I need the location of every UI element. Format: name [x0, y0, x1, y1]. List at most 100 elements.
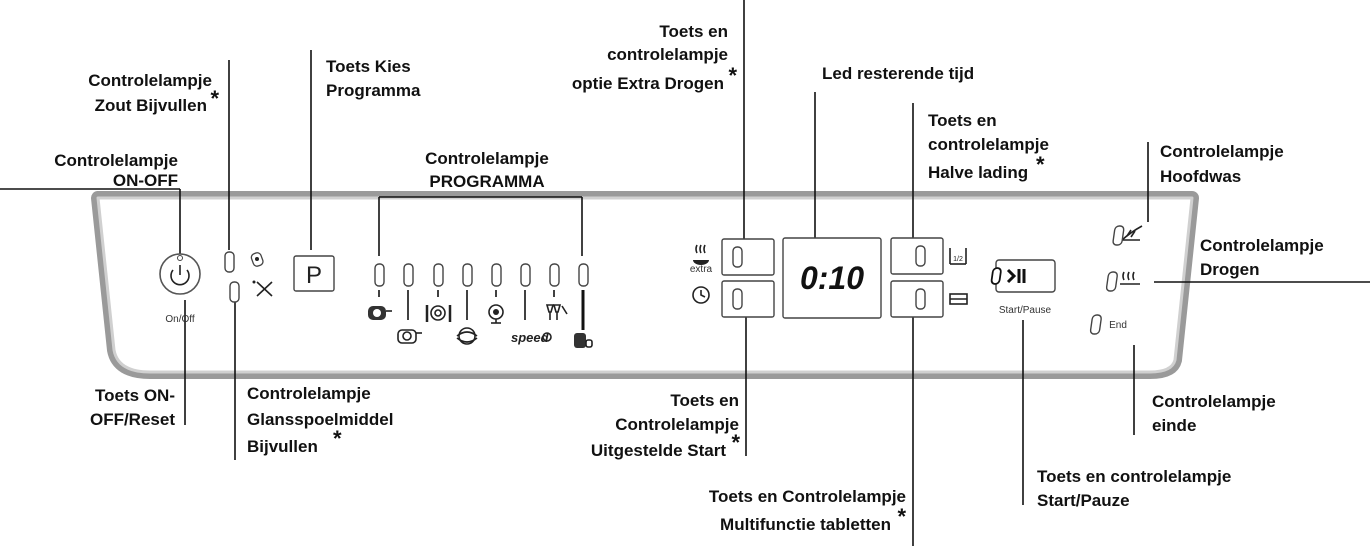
svg-text:ON-OFF: ON-OFF — [113, 171, 178, 190]
remaining-time-display: 0:10 — [782, 237, 882, 319]
pots-icon — [397, 329, 422, 344]
svg-text:Toets ON-: Toets ON- — [95, 386, 175, 405]
svg-text:Glansspoelmiddel: Glansspoelmiddel — [247, 410, 393, 429]
svg-text:Controlelampje: Controlelampje — [615, 415, 739, 434]
callout-multifunctie: Toets en Controlelampje Multifunctie tab… — [709, 487, 907, 534]
main-wash-led — [1112, 225, 1125, 246]
drying-icon — [1120, 271, 1140, 285]
half-label: 1/2 — [953, 256, 963, 263]
svg-text:Controlelampje: Controlelampje — [54, 151, 178, 170]
program-select-button[interactable]: P — [293, 255, 335, 292]
extra-dry-led — [732, 246, 743, 268]
plates-icon — [425, 305, 452, 322]
speed-icon: speed — [511, 330, 552, 345]
callout-start-pauze: Toets en controlelampje Start/Pauze — [1037, 467, 1231, 510]
on-off-label: On/Off — [165, 314, 194, 325]
svg-text:Halve lading: Halve lading — [928, 163, 1028, 182]
callout-einde: Controlelampje einde — [1152, 392, 1276, 435]
svg-text:*: * — [210, 86, 219, 111]
delay-start-led — [732, 288, 743, 310]
svg-text:OFF/Reset: OFF/Reset — [90, 410, 175, 429]
start-pause-button[interactable] — [990, 259, 1056, 293]
svg-text:Controlelampje: Controlelampje — [247, 384, 371, 403]
program-led-7 — [549, 263, 560, 287]
svg-text:optie Extra Drogen: optie Extra Drogen — [572, 74, 724, 93]
time-readout: 0:10 — [800, 260, 864, 296]
callout-programma: Controlelampje PROGRAMMA — [425, 149, 549, 191]
salt-led — [224, 251, 235, 273]
program-led-5 — [491, 263, 502, 287]
salt-icon — [250, 252, 264, 267]
svg-text:Multifunctie tabletten: Multifunctie tabletten — [720, 515, 891, 534]
extra-dry-icon: extra — [690, 244, 713, 275]
callout-reset: Toets ON- OFF/Reset — [90, 386, 175, 429]
program-led-6 — [520, 263, 531, 287]
program-led-2 — [403, 263, 414, 287]
svg-text:controlelampje: controlelampje — [607, 45, 728, 64]
program-leds — [374, 263, 589, 287]
svg-text:Bijvullen: Bijvullen — [247, 437, 318, 456]
svg-text:Led resterende tijd: Led resterende tijd — [822, 64, 974, 83]
p-key-label: P — [306, 262, 322, 289]
svg-text:Hoofdwas: Hoofdwas — [1160, 167, 1241, 186]
callout-extra-drogen: Toets en controlelampje optie Extra Drog… — [572, 22, 738, 93]
svg-text:Controlelampje: Controlelampje — [1200, 236, 1324, 255]
glasses-icon — [545, 304, 568, 320]
main-wash-icon — [1120, 225, 1143, 241]
callout-on-off: Controlelampje ON-OFF — [54, 151, 178, 190]
power-icon — [170, 255, 190, 286]
delay-timer-icon — [692, 286, 710, 304]
callout-uitgestelde-start: Toets en Controlelampje Uitgestelde Star… — [591, 391, 741, 460]
program-led-4 — [462, 263, 473, 287]
svg-text:Toets en: Toets en — [670, 391, 739, 410]
svg-text:Drogen: Drogen — [1200, 260, 1260, 279]
callout-led-tijd: Led resterende tijd — [822, 64, 974, 83]
svg-text:Toets en: Toets en — [659, 22, 728, 41]
end-label: End — [1109, 320, 1127, 331]
svg-text:Controlelampje: Controlelampje — [425, 149, 549, 168]
svg-text:Toets en controlelampje: Toets en controlelampje — [1037, 467, 1231, 486]
program-connectors — [378, 290, 585, 330]
half-load-button[interactable] — [890, 237, 944, 275]
svg-text:*: * — [333, 426, 342, 451]
program-led-3 — [433, 263, 444, 287]
delay-start-button[interactable] — [721, 280, 775, 318]
callout-drogen: Controlelampje Drogen — [1200, 236, 1324, 279]
svg-text:Start/Pauze: Start/Pauze — [1037, 491, 1130, 510]
svg-text:*: * — [731, 430, 740, 455]
svg-text:Toets en Controlelampje: Toets en Controlelampje — [709, 487, 906, 506]
start-pause-label: Start/Pause — [999, 305, 1052, 316]
callout-zout: Controlelampje Zout Bijvullen * — [88, 71, 219, 115]
quick-icon — [488, 304, 504, 324]
extra-dry-button[interactable] — [721, 238, 775, 276]
extra-label: extra — [690, 264, 713, 275]
drying-led — [1105, 271, 1118, 292]
svg-text:*: * — [728, 63, 737, 88]
svg-text:Controlelampje: Controlelampje — [1160, 142, 1284, 161]
callout-kies-programma: Toets Kies Programma — [326, 57, 421, 100]
callout-hoofdwas: Controlelampje Hoofdwas — [1160, 142, 1284, 186]
svg-text:PROGRAMMA: PROGRAMMA — [429, 172, 544, 191]
speed-text: speed — [511, 330, 550, 345]
svg-text:Controlelampje: Controlelampje — [1152, 392, 1276, 411]
half-load-led — [915, 245, 926, 267]
play-pause-icon — [990, 267, 1026, 285]
rinse-aid-led — [229, 281, 240, 303]
half-load-icon: 1/2 — [949, 248, 967, 265]
program-led-1 — [374, 263, 385, 287]
on-off-button[interactable] — [159, 253, 201, 295]
svg-text:einde: einde — [1152, 416, 1196, 435]
svg-text:Zout Bijvullen: Zout Bijvullen — [95, 96, 207, 115]
program-led-8 — [578, 263, 589, 287]
eco-icon — [456, 327, 478, 345]
svg-text:*: * — [1036, 152, 1045, 177]
callout-halve-lading: Toets en controlelampje Halve lading * — [928, 111, 1049, 182]
svg-text:Programma: Programma — [326, 81, 421, 100]
svg-text:*: * — [897, 504, 906, 529]
end-led — [1089, 314, 1102, 335]
self-clean-icon — [574, 333, 593, 348]
prewash-icon — [368, 306, 392, 320]
multi-tablet-button[interactable] — [890, 280, 944, 318]
